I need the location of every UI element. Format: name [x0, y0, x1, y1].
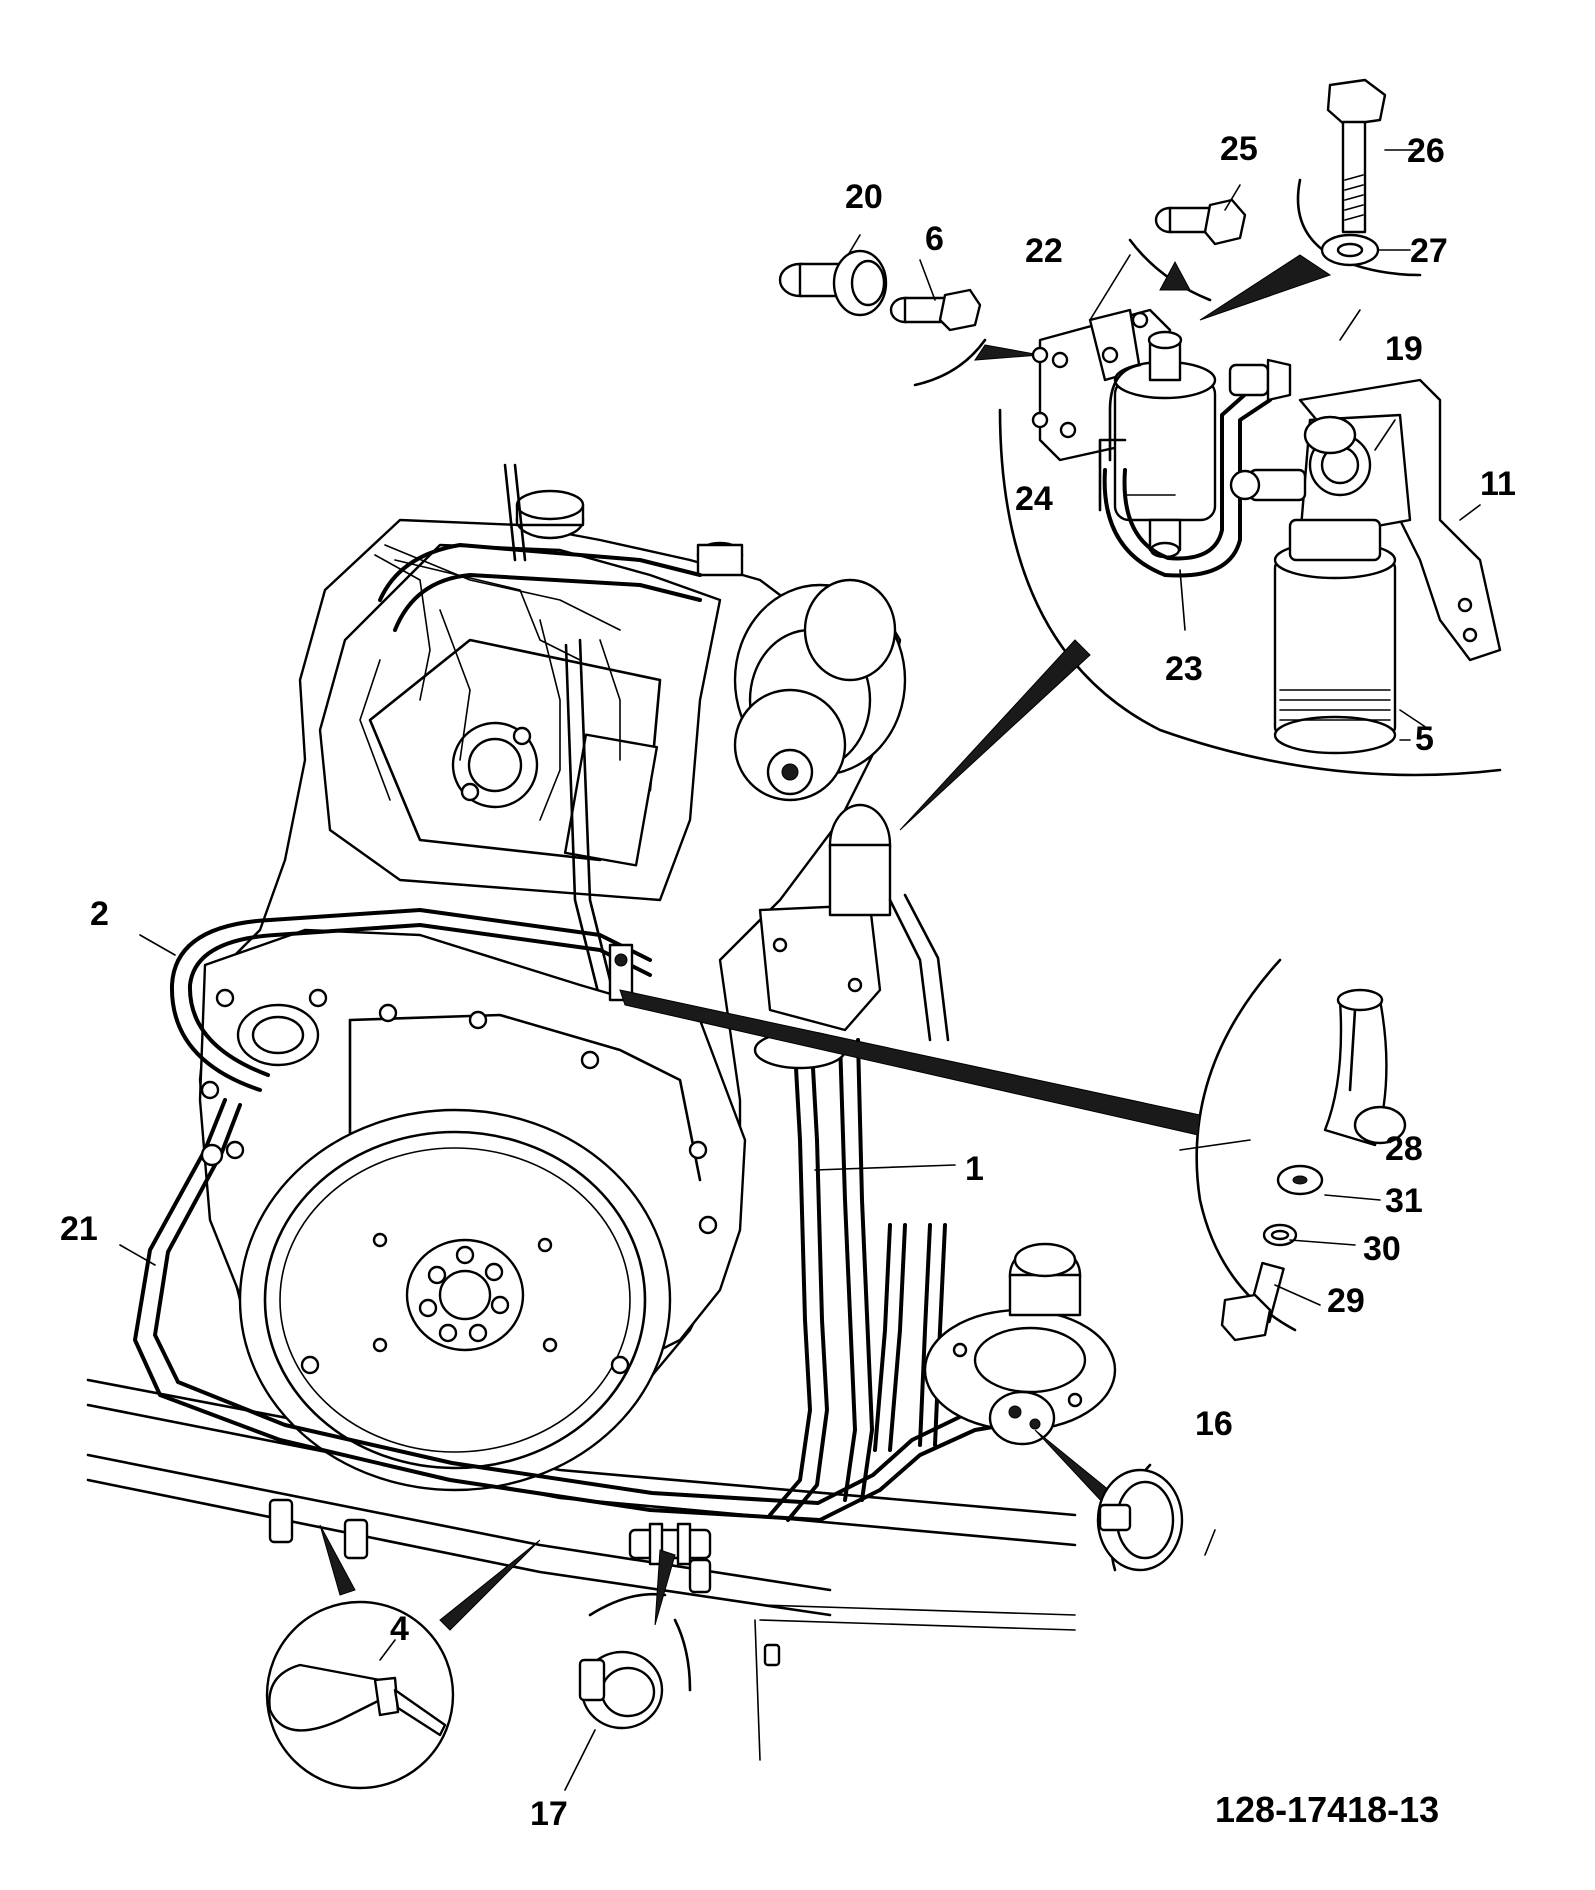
callout-6: 6 — [925, 220, 944, 258]
callout-2: 2 — [90, 895, 109, 933]
callout-21: 21 — [60, 1210, 98, 1248]
callout-27: 27 — [1410, 232, 1448, 270]
callout-25: 25 — [1220, 130, 1258, 168]
detail-pipe-clip — [619, 958, 1407, 1342]
leader-lines — [119, 149, 1481, 1791]
washer-27 — [1320, 233, 1380, 267]
callout-31: 31 — [1385, 1182, 1423, 1220]
detail-fuel-filter — [778, 78, 1502, 831]
callout-22: 22 — [1025, 232, 1063, 270]
callout-1: 1 — [965, 1150, 984, 1188]
filter-24 — [1098, 330, 1217, 559]
callout-29: 29 — [1327, 1282, 1365, 1320]
oil-filler-cap — [515, 489, 744, 577]
cover-bolts — [200, 988, 718, 1375]
chassis-frame — [86, 1378, 1077, 1761]
washer-30 — [1262, 1223, 1298, 1247]
callout-4: 4 — [390, 1610, 409, 1648]
callout-28: 28 — [1385, 1130, 1423, 1168]
detail-cable-tie-4 — [265, 1524, 541, 1790]
hose-23 — [1102, 398, 1272, 578]
callout-26: 26 — [1407, 132, 1445, 170]
fuel-pipe-21 — [133, 1098, 1007, 1522]
bolt-6 — [889, 288, 982, 332]
detail-clamp-16 — [1034, 1429, 1184, 1572]
callout-16: 16 — [1195, 1405, 1233, 1443]
callout-23: 23 — [1165, 650, 1203, 688]
alternator-pulleys — [733, 578, 907, 802]
filter-5 — [1273, 518, 1397, 755]
callout-30: 30 — [1363, 1230, 1401, 1268]
callout-17: 17 — [530, 1795, 568, 1833]
bulkhead-grommet — [988, 1390, 1056, 1446]
detail-clamp-17 — [578, 1549, 692, 1730]
fuel-pipe-1 — [768, 1048, 812, 1517]
cable-tie-4 — [268, 1663, 447, 1737]
callout-24: 24 — [1015, 480, 1053, 518]
engine-assembly — [86, 463, 1117, 1761]
callout-11: 11 — [1480, 465, 1516, 503]
callout-labels: 20 6 22 25 26 27 19 11 24 23 5 2 1 21 28… — [60, 130, 1516, 1833]
spacer-20 — [778, 249, 888, 317]
bolt-26 — [1326, 78, 1387, 234]
callout-19: 19 — [1385, 330, 1423, 368]
flywheel — [238, 1108, 672, 1492]
filter-head-19 — [1229, 413, 1412, 542]
callout-5: 5 — [1415, 720, 1434, 758]
washer-31 — [1276, 1164, 1324, 1196]
bolt-25 — [1154, 198, 1247, 246]
fuel-pipe-2 — [169, 908, 652, 1092]
callout-20: 20 — [845, 178, 883, 216]
document-number: 128-17418-13 — [1215, 1789, 1439, 1830]
bolt-29 — [1220, 1261, 1285, 1342]
clip-28 — [1323, 988, 1407, 1147]
